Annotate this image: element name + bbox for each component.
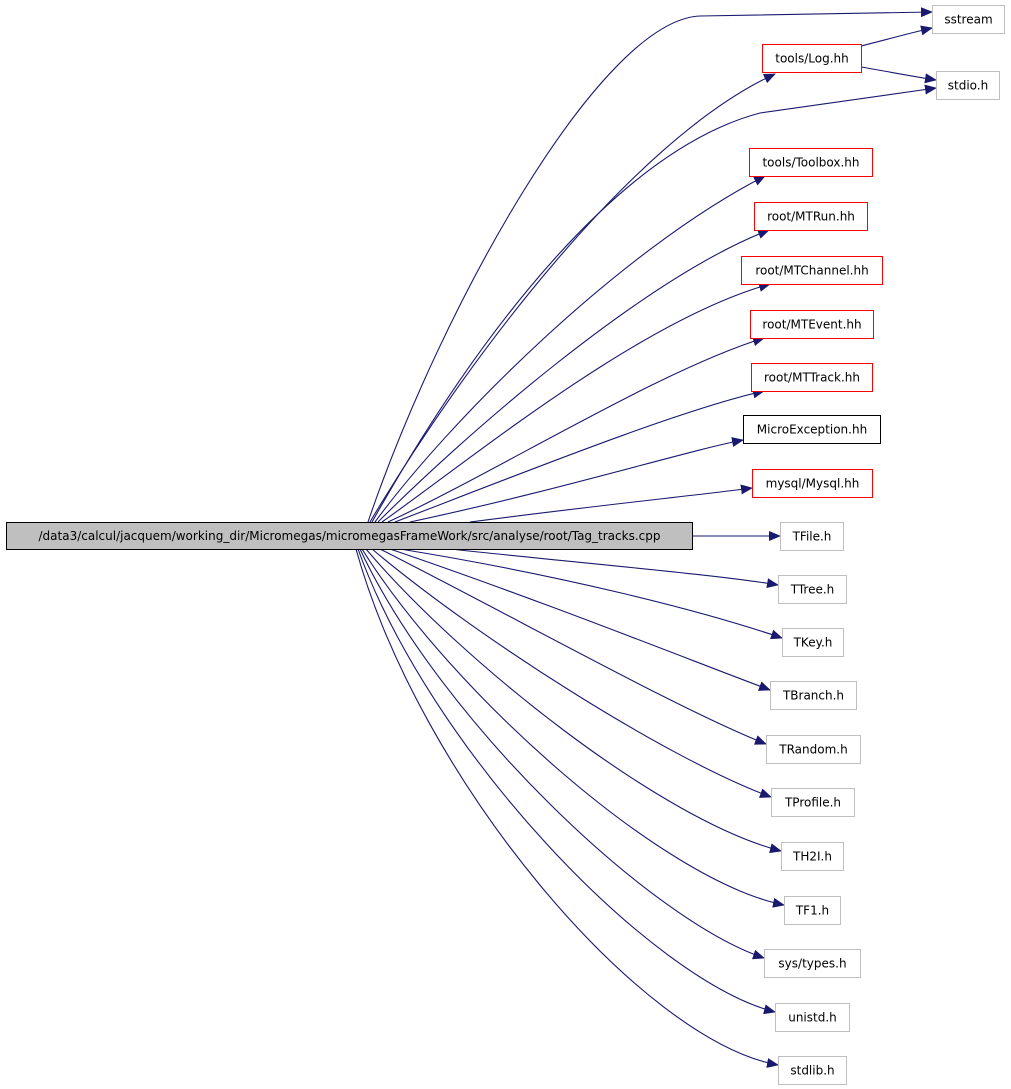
node-log[interactable]: tools/Log.hh [762,44,862,73]
node-label: MicroException.hh [757,423,867,437]
edge-tag_tracks-to-tf1 [361,548,785,908]
node-label: TProfile.h [784,796,841,810]
node-label: stdio.h [948,79,988,93]
node-box [936,71,1000,100]
edge-log-to-stdio [860,66,937,84]
node-label: sys/types.h [778,957,846,971]
node-label: unistd.h [788,1011,837,1025]
node-mtevent[interactable]: root/MTEvent.hh [750,310,874,339]
node-box [749,148,873,177]
node-box [741,256,883,285]
edge-tag_tracks-to-stdio [371,84,937,523]
node-mttrack[interactable]: root/MTTrack.hh [751,363,873,392]
node-label: root/MTTrack.hh [764,371,860,385]
node-box [752,469,873,498]
node-label: mysql/Mysql.hh [766,477,860,491]
node-mtrun[interactable]: root/MTRun.hh [754,202,868,231]
node-ttree[interactable]: TTree.h [778,575,847,604]
node-box [766,735,861,764]
edge-log-to-sstream [860,25,933,47]
edge-tag_tracks-to-unistd [357,548,776,1015]
node-label: tools/Toolbox.hh [762,156,859,170]
node-box [743,415,881,444]
node-label: TBranch.h [782,689,844,703]
node-th2i[interactable]: TH2I.h [781,842,844,871]
node-toolbox[interactable]: tools/Toolbox.hh [749,148,873,177]
node-label: root/MTChannel.hh [755,264,868,278]
edge-tag_tracks-to-mtchannel [381,282,771,523]
edge-tag_tracks-to-th2i [365,548,782,854]
node-box [932,5,1005,34]
node-tkey[interactable]: TKey.h [782,628,844,657]
node-box [754,202,868,231]
node-label: TF1.h [795,904,829,918]
node-label: TH2I.h [792,850,832,864]
node-tprofile[interactable]: TProfile.h [771,788,855,817]
node-microexception[interactable]: MicroException.hh [743,415,881,444]
edge-tag_tracks-to-tprofile [371,548,772,798]
node-trandom[interactable]: TRandom.h [766,735,861,764]
node-label: root/MTRun.hh [767,210,855,224]
edge-tag_tracks-to-mtrun [377,229,770,523]
edge-tag_tracks-to-log [369,73,776,523]
node-label: TKey.h [793,636,833,650]
edge-tag_tracks-to-sstream [367,7,933,523]
node-label: stdlib.h [790,1064,834,1078]
node-box [750,310,874,339]
node-box [762,44,862,73]
node-systypes[interactable]: sys/types.h [764,949,861,978]
edge-tag_tracks-to-mttrack [394,388,765,523]
node-label: /data3/calcul/jacquem/working_dir/Microm… [39,529,661,543]
node-box [782,628,844,657]
node-tfile[interactable]: TFile.h [780,522,844,551]
node-box [780,522,844,551]
node-mtchannel[interactable]: root/MTChannel.hh [741,256,883,285]
node-stdio[interactable]: stdio.h [936,71,1000,100]
node-label: root/MTEvent.hh [762,318,861,332]
node-box [6,522,693,550]
edge-tag_tracks-to-mtevent [387,336,765,523]
node-unistd[interactable]: unistd.h [775,1003,850,1032]
edges-layer [355,7,937,1068]
edge-tag_tracks-to-tbranch [389,548,771,691]
edge-tag_tracks-to-tkey [399,548,783,640]
edge-tag_tracks-to-microexception [409,437,744,523]
node-label: TRandom.h [778,743,847,757]
node-tf1[interactable]: TF1.h [784,896,841,925]
node-box [778,575,847,604]
edge-tag_tracks-to-stdlib [355,548,779,1068]
node-sstream[interactable]: sstream [932,5,1005,34]
edge-tag_tracks-to-trandom [379,548,767,745]
edge-tag_tracks-to-toolbox [374,175,766,523]
node-box [775,1003,850,1032]
node-box [778,1056,847,1085]
node-box [771,788,855,817]
edge-tag_tracks-to-systypes [359,548,765,960]
node-box [784,896,841,925]
node-box [764,949,861,978]
node-box [770,681,857,710]
edge-tag_tracks-to-ttree [449,548,779,589]
nodes-layer: /data3/calcul/jacquem/working_dir/Microm… [6,5,1005,1085]
node-label: tools/Log.hh [775,52,848,66]
node-stdlib[interactable]: stdlib.h [778,1056,847,1085]
node-label: sstream [944,13,992,27]
node-label: TTree.h [790,583,835,597]
node-mysql[interactable]: mysql/Mysql.hh [752,469,873,498]
node-tbranch[interactable]: TBranch.h [770,681,857,710]
node-box [751,363,873,392]
node-tag_tracks[interactable]: /data3/calcul/jacquem/working_dir/Microm… [6,522,693,550]
node-box [781,842,844,871]
edge-tag_tracks-to-mysql [469,484,753,523]
node-label: TFile.h [792,530,832,544]
